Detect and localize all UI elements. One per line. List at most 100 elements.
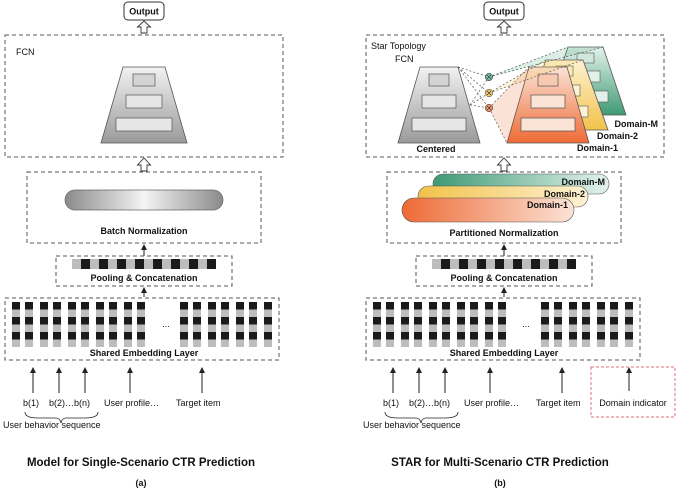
- pooling-cell: [144, 259, 153, 269]
- embedding-cell: [12, 324, 20, 332]
- embedding-cell: [40, 302, 48, 310]
- left-embedding-ellipsis: ...: [162, 319, 170, 329]
- embedding-cell: [457, 302, 465, 310]
- embedding-cell: [124, 339, 132, 347]
- embedding-cell: [264, 324, 272, 332]
- pooling-cell: [72, 259, 81, 269]
- embedding-cell: [470, 317, 478, 325]
- domain-1-fcn: [506, 66, 590, 144]
- right-behavior-brace: [384, 411, 459, 424]
- right-pooling-label: Pooling & Concatenation: [451, 273, 558, 283]
- embedding-cell: [53, 309, 61, 317]
- embedding-cell: [429, 332, 437, 340]
- pooling-cell: [513, 259, 522, 269]
- embedding-cell: [193, 309, 201, 317]
- embedding-cell: [429, 309, 437, 317]
- embedding-cell: [582, 309, 590, 317]
- embedding-cell: [457, 332, 465, 340]
- pooling-cell: [477, 259, 486, 269]
- embedding-cell: [541, 324, 549, 332]
- embedding-cell: [569, 332, 577, 340]
- batch-norm-bar: [64, 189, 224, 211]
- right-embedding-box: [365, 297, 641, 361]
- embedding-cell: [236, 324, 244, 332]
- right-embedding-columns: [373, 302, 633, 347]
- embedding-cell: [193, 332, 201, 340]
- embedding-cell: [414, 339, 422, 347]
- embedding-cell: [401, 332, 409, 340]
- embedding-cell: [124, 317, 132, 325]
- embedding-cell: [485, 302, 493, 310]
- embedding-cell: [485, 339, 493, 347]
- embedding-cell: [193, 302, 201, 310]
- embedding-cell: [208, 317, 216, 325]
- embedding-cell: [96, 302, 104, 310]
- embedding-cell: [610, 302, 618, 310]
- embedding-cell: [457, 317, 465, 325]
- embedding-cell: [221, 324, 229, 332]
- embedding-cell: [401, 339, 409, 347]
- embedding-cell: [457, 324, 465, 332]
- multiply-node-1: [484, 103, 494, 113]
- embedding-cell: [554, 332, 562, 340]
- embedding-cell: [137, 324, 145, 332]
- embedding-cell: [249, 302, 257, 310]
- pooling-cell: [198, 259, 207, 269]
- embedding-cell: [109, 324, 117, 332]
- pooling-cell: [108, 259, 117, 269]
- embedding-cell: [264, 339, 272, 347]
- embedding-cell: [96, 332, 104, 340]
- left-fcn-box: [4, 34, 284, 158]
- embedding-cell: [25, 317, 33, 325]
- embedding-cell: [68, 302, 76, 310]
- embedding-cell: [554, 302, 562, 310]
- embedding-cell: [554, 309, 562, 317]
- embedding-cell: [386, 317, 394, 325]
- left-behavior-brace: [24, 411, 99, 424]
- left-panel: Output FCN Batch Normalization Pooling &…: [3, 1, 284, 488]
- pooling-cell: [153, 259, 162, 269]
- embedding-cell: [81, 339, 89, 347]
- right-input-b2n: b(2)…b(n): [409, 398, 450, 408]
- embedding-cell: [208, 332, 216, 340]
- right-star-fcn-box: [365, 34, 665, 158]
- pooling-cell: [549, 259, 558, 269]
- embedding-cell: [414, 332, 422, 340]
- left-output-label: Output: [129, 7, 159, 17]
- embedding-cell: [96, 317, 104, 325]
- embedding-cell: [68, 324, 76, 332]
- embedding-cell: [193, 317, 201, 325]
- embedding-cell: [373, 302, 381, 310]
- left-caption: Model for Single-Scenario CTR Prediction: [27, 457, 255, 469]
- embedding-cell: [429, 302, 437, 310]
- embedding-cell: [569, 324, 577, 332]
- embedding-cell: [582, 317, 590, 325]
- pooling-cell: [207, 259, 216, 269]
- left-pooling-strip: [72, 259, 216, 269]
- left-behavior-seq-label: User behavior sequence: [3, 420, 101, 430]
- embedding-cell: [40, 324, 48, 332]
- embedding-cell: [96, 339, 104, 347]
- multiply-node-m: [484, 72, 494, 82]
- right-behavior-seq-label: User behavior sequence: [363, 420, 461, 430]
- embedding-cell: [180, 309, 188, 317]
- right-input-user-profile: User profile…: [464, 398, 519, 408]
- embedding-cell: [25, 324, 33, 332]
- embedding-cell: [25, 332, 33, 340]
- pooling-cell: [504, 259, 513, 269]
- embedding-cell: [541, 332, 549, 340]
- embedding-cell: [610, 339, 618, 347]
- embedding-cell: [236, 317, 244, 325]
- embedding-cell: [569, 317, 577, 325]
- left-embedding-label: Shared Embedding Layer: [90, 348, 199, 358]
- embedding-cell: [386, 302, 394, 310]
- right-pooling-box: [415, 255, 593, 287]
- left-output-arrow: [136, 20, 152, 34]
- embedding-cell: [554, 324, 562, 332]
- embedding-cell: [498, 324, 506, 332]
- embedding-cell: [597, 302, 605, 310]
- left-input-b2n: b(2)…b(n): [49, 398, 90, 408]
- pn-bar-domain-1: [401, 197, 575, 223]
- fcn-domain-2-label: Domain-2: [597, 131, 638, 141]
- embedding-cell: [249, 309, 257, 317]
